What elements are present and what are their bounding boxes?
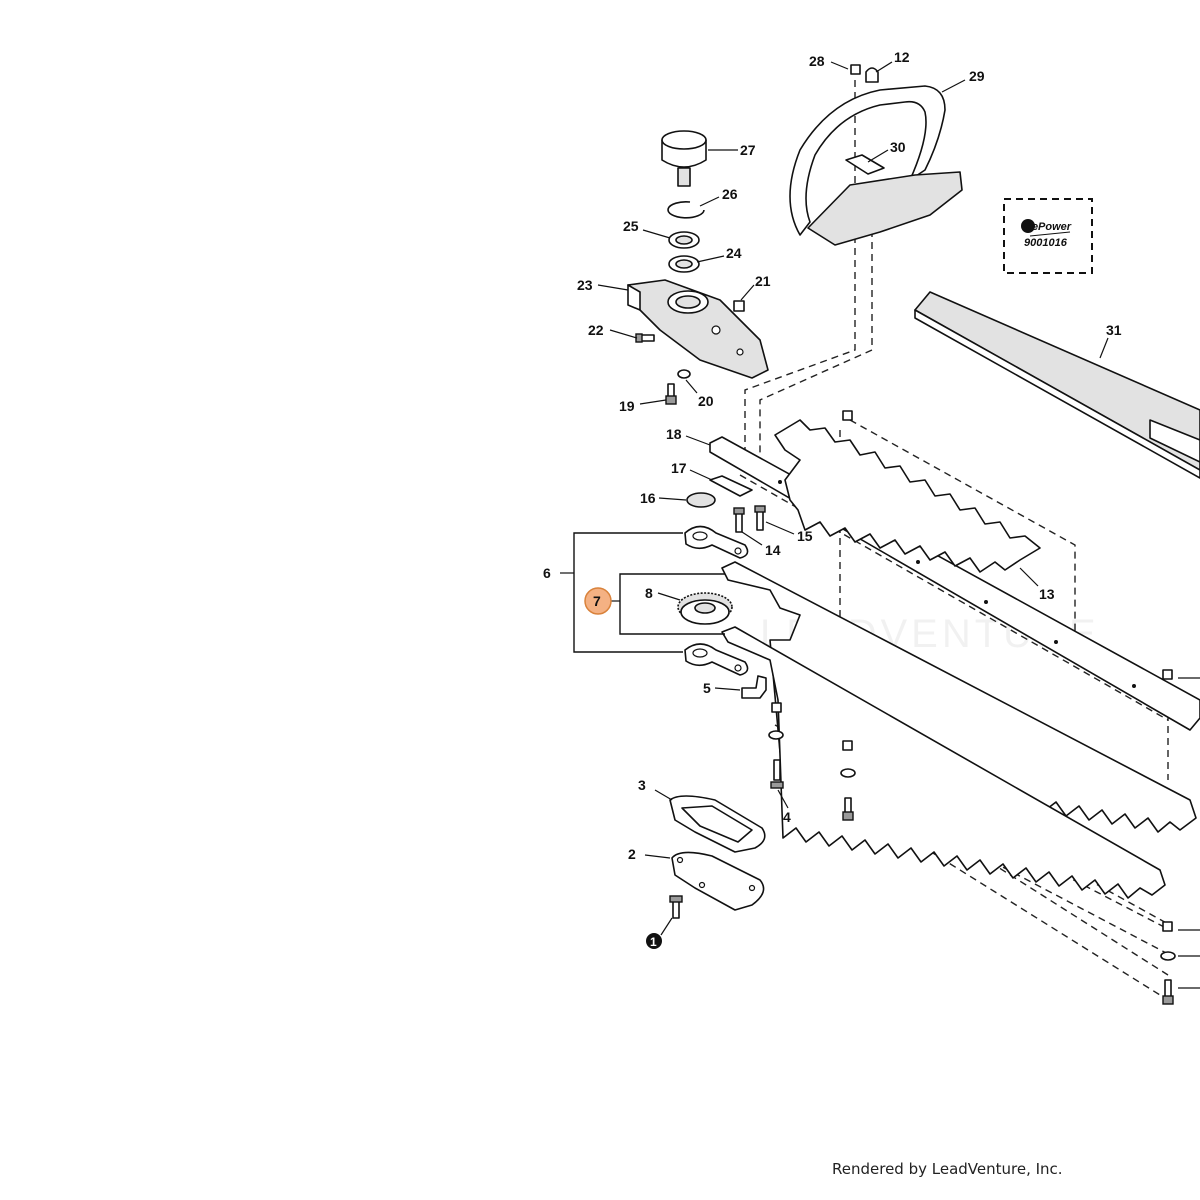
part-14-screw[interactable] [733,507,745,533]
callout-28[interactable]: 28 [809,53,825,69]
part-30-plate[interactable] [845,154,885,175]
repower-logo-icon [1021,219,1035,233]
part-13-upper-blade[interactable] [774,419,1041,573]
part-2-cover-plate[interactable] [671,851,765,911]
part-spacer-small[interactable] [771,702,782,713]
callout-13[interactable]: 13 [1039,586,1055,602]
part-25-bearing[interactable] [668,231,700,249]
callout-31[interactable]: 31 [1106,322,1122,338]
group-6-bracket [573,532,683,653]
callout-15[interactable]: 15 [797,528,813,544]
part-blade-lower[interactable] [721,626,1166,899]
part-6-connecting-rod-lower[interactable] [684,643,749,676]
callout-14[interactable]: 14 [765,542,781,558]
part-3-gasket[interactable] [669,795,766,853]
part-4-screw[interactable] [770,759,784,789]
callout-3[interactable]: 3 [638,777,646,793]
part-24-bearing[interactable] [668,255,700,273]
callout-2[interactable]: 2 [628,846,636,862]
callout-12[interactable]: 12 [894,49,910,65]
part-15-screw[interactable] [754,505,766,531]
part-12-cap-nut[interactable] [865,67,879,83]
part-31-blade-guard[interactable] [914,291,1200,479]
part-20-washer[interactable] [677,369,691,379]
callout-30[interactable]: 30 [890,139,906,155]
footer-credit: Rendered by LeadVenture, Inc. [832,1160,1063,1178]
callout-4[interactable]: 4 [783,809,791,825]
part-spacer-small-2[interactable] [842,740,853,751]
part-21-nut[interactable] [733,300,745,312]
callout-27[interactable]: 27 [740,142,756,158]
part-19-screw[interactable] [665,383,677,405]
callout-23[interactable]: 23 [577,277,593,293]
part-nut-top[interactable] [842,410,853,421]
group-7-bracket [619,573,725,635]
callout-18[interactable]: 18 [666,426,682,442]
callout-8[interactable]: 8 [645,585,653,601]
part-17-plate[interactable] [709,475,753,497]
callout-16[interactable]: 16 [640,490,656,506]
repower-part-number: 9001016 [1024,237,1068,249]
callout-7-highlighted[interactable]: 7 [584,587,612,615]
callout-17[interactable]: 17 [671,460,687,476]
callout-7[interactable]: 7 [593,593,601,609]
part-nut-right[interactable] [1162,669,1173,680]
callout-1[interactable]: 1 [650,935,657,949]
part-washer-small-2[interactable] [840,768,856,778]
part-spacer-right[interactable] [1162,921,1173,932]
callout-24[interactable]: 24 [726,245,742,261]
part-26-circlip[interactable] [667,201,705,219]
part-23-gear-housing[interactable] [627,279,769,379]
part-screw-2[interactable] [842,797,854,821]
part-screw-right[interactable] [1162,979,1174,1005]
part-washer-right[interactable] [1160,951,1176,961]
callout-22[interactable]: 22 [588,322,604,338]
callout-6[interactable]: 6 [543,565,551,581]
part-washer-small[interactable] [768,730,784,740]
part-8-gear[interactable] [677,592,733,625]
part-5-guide[interactable] [741,675,767,699]
callout-25[interactable]: 25 [623,218,639,234]
part-28-nut[interactable] [850,64,861,75]
leader-lines [560,61,1200,989]
repower-logo-text: RePower [1024,221,1072,233]
part-6-connecting-rod-upper[interactable] [684,525,749,559]
callout-5[interactable]: 5 [703,680,711,696]
part-16-washer[interactable] [686,492,716,508]
part-22-bolt[interactable] [635,333,655,343]
callout-19[interactable]: 19 [619,398,635,414]
callout-20[interactable]: 20 [698,393,714,409]
repower-kit-box[interactable]: RePower 9001016 [1003,198,1093,274]
part-29-front-handle[interactable] [789,85,963,246]
callout-1-badge[interactable]: 1 [646,933,662,949]
callout-labels: 28 12 29 30 27 26 25 24 23 21 22 19 20 1… [543,49,1122,949]
part-27-drive-cap[interactable] [661,130,707,187]
part-1-screw[interactable] [669,895,683,919]
callout-26[interactable]: 26 [722,186,738,202]
callout-29[interactable]: 29 [969,68,985,84]
callout-21[interactable]: 21 [755,273,771,289]
